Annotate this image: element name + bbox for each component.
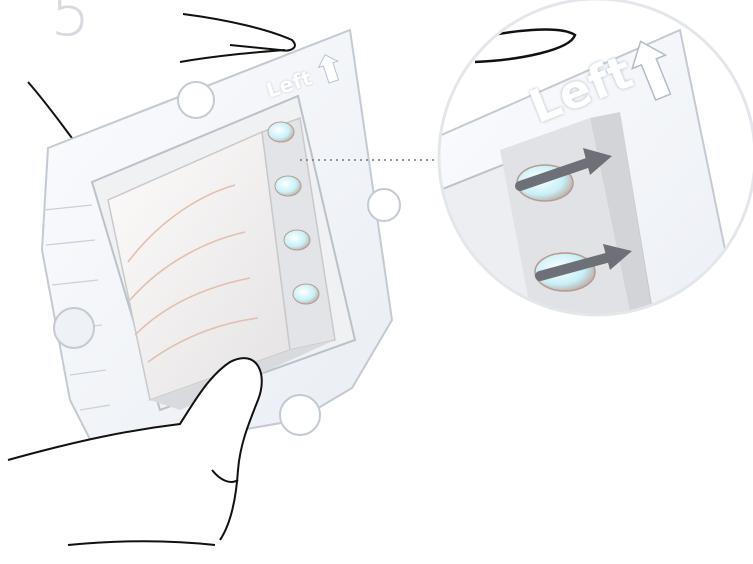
step-number: 5: [50, 0, 91, 46]
